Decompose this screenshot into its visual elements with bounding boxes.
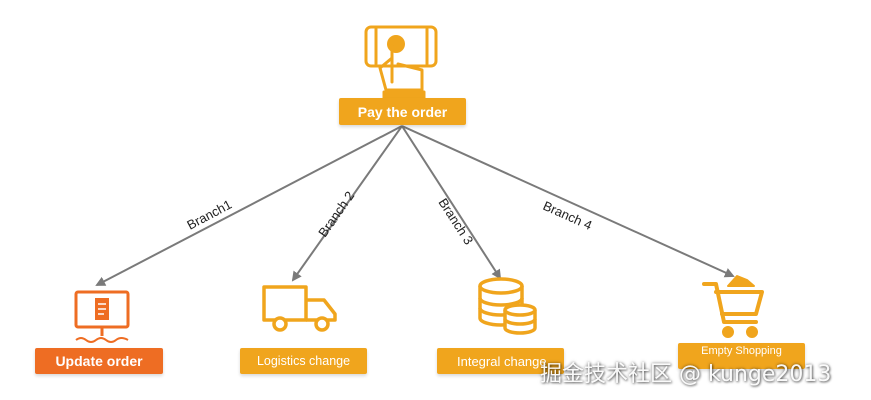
empty-shopping-label: Empty Shopping [701, 345, 782, 357]
coin-stack-icon [478, 277, 537, 335]
branch-label-4: Branch 4 [541, 198, 595, 233]
pay-order-node: Pay the order [339, 98, 466, 125]
logistics-change-label: Logistics change [256, 354, 351, 368]
branch-label-3: Branch 3 [435, 195, 476, 247]
branch-label-2: Branch 2 [315, 188, 357, 239]
logistics-change-node: Logistics change [240, 348, 367, 374]
integral-change-node: Integral change [437, 348, 564, 374]
arrow-branch-4 [401, 125, 735, 278]
tap-phone-icon [364, 25, 438, 102]
pay-order-label: Pay the order [357, 103, 448, 120]
arrow-branch-1 [95, 125, 403, 286]
shopping-cart-icon [702, 275, 764, 338]
monitor-document-icon [74, 290, 130, 343]
update-order-label: Update order [55, 353, 143, 369]
empty-shopping-node: Empty Shopping [678, 343, 805, 369]
arrow-branch-2 [291, 125, 403, 282]
connector-arrows [95, 125, 735, 286]
delivery-truck-icon [262, 285, 337, 332]
integral-change-label: Integral change [457, 353, 547, 369]
watermark-text: 掘金技术社区 @ kunge2013 [540, 362, 832, 387]
arrow-branch-3 [401, 125, 502, 280]
update-order-node: Update order [35, 348, 163, 374]
